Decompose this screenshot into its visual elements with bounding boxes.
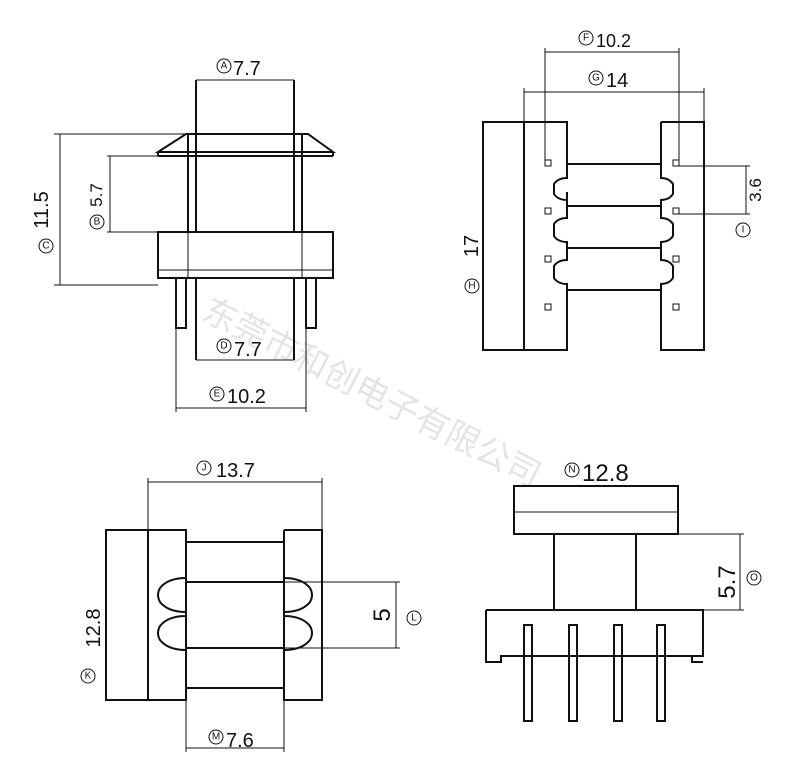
- svg-text:D: D: [220, 341, 227, 352]
- dim-m-value: 7.6: [226, 730, 254, 752]
- label-n-badge: N: [564, 462, 580, 478]
- svg-text:O: O: [750, 573, 758, 584]
- dim-l-value: 5: [369, 608, 396, 621]
- svg-text:I: I: [742, 225, 745, 236]
- svg-text:J: J: [202, 463, 207, 474]
- dim-n-value: 12.8: [582, 460, 629, 487]
- dim-a-value: 7.7: [233, 58, 261, 80]
- label-m-badge: M: [208, 729, 224, 745]
- label-d-badge: D: [216, 338, 232, 354]
- label-f-badge: F: [578, 30, 594, 46]
- svg-text:H: H: [468, 281, 475, 292]
- svg-text:L: L: [411, 613, 417, 624]
- label-c-badge: C: [38, 238, 54, 254]
- label-k-badge: K: [80, 668, 96, 684]
- label-b-badge: B: [89, 214, 105, 230]
- dim-g-value: 14: [606, 70, 628, 92]
- label-l-badge: L: [406, 610, 422, 626]
- svg-text:N: N: [568, 465, 575, 476]
- label-j-badge: J: [196, 460, 212, 476]
- svg-text:A: A: [221, 61, 228, 72]
- svg-text:G: G: [592, 73, 600, 84]
- label-g-badge: G: [588, 70, 604, 86]
- dim-e-value: 10.2: [227, 386, 266, 408]
- elevation-view: N 12.8 5.7 O: [485, 460, 762, 722]
- dim-b-value: 5.7: [87, 183, 106, 207]
- dim-j-value: 13.7: [216, 460, 255, 482]
- label-h-badge: H: [464, 278, 480, 294]
- dim-f-value: 10.2: [596, 31, 631, 51]
- dim-h-value: 17: [461, 235, 483, 257]
- dim-d-value: 7.7: [234, 339, 262, 361]
- svg-text:F: F: [583, 33, 589, 44]
- dim-o-value: 5.7: [714, 565, 741, 598]
- dim-c-value: 11.5: [31, 191, 53, 228]
- top-view: J 13.7 12.8 K 5 L M 7.6: [80, 460, 422, 752]
- label-o-badge: O: [746, 570, 762, 586]
- side-view: F 10.2 G 14 17 H 3.6 I: [461, 30, 765, 351]
- front-view: A 7.7 11.5 C 5.7 B D 7.7 E 10.2: [31, 58, 337, 412]
- svg-text:C: C: [42, 241, 49, 252]
- label-i-badge: I: [735, 222, 751, 238]
- label-a-badge: A: [216, 58, 232, 74]
- svg-text:E: E: [214, 389, 221, 400]
- dim-k-value: 12.8: [83, 609, 105, 648]
- svg-text:M: M: [212, 732, 220, 743]
- svg-text:B: B: [94, 217, 101, 228]
- dim-i-value: 3.6: [746, 178, 765, 202]
- svg-text:K: K: [85, 671, 92, 682]
- label-e-badge: E: [209, 386, 225, 402]
